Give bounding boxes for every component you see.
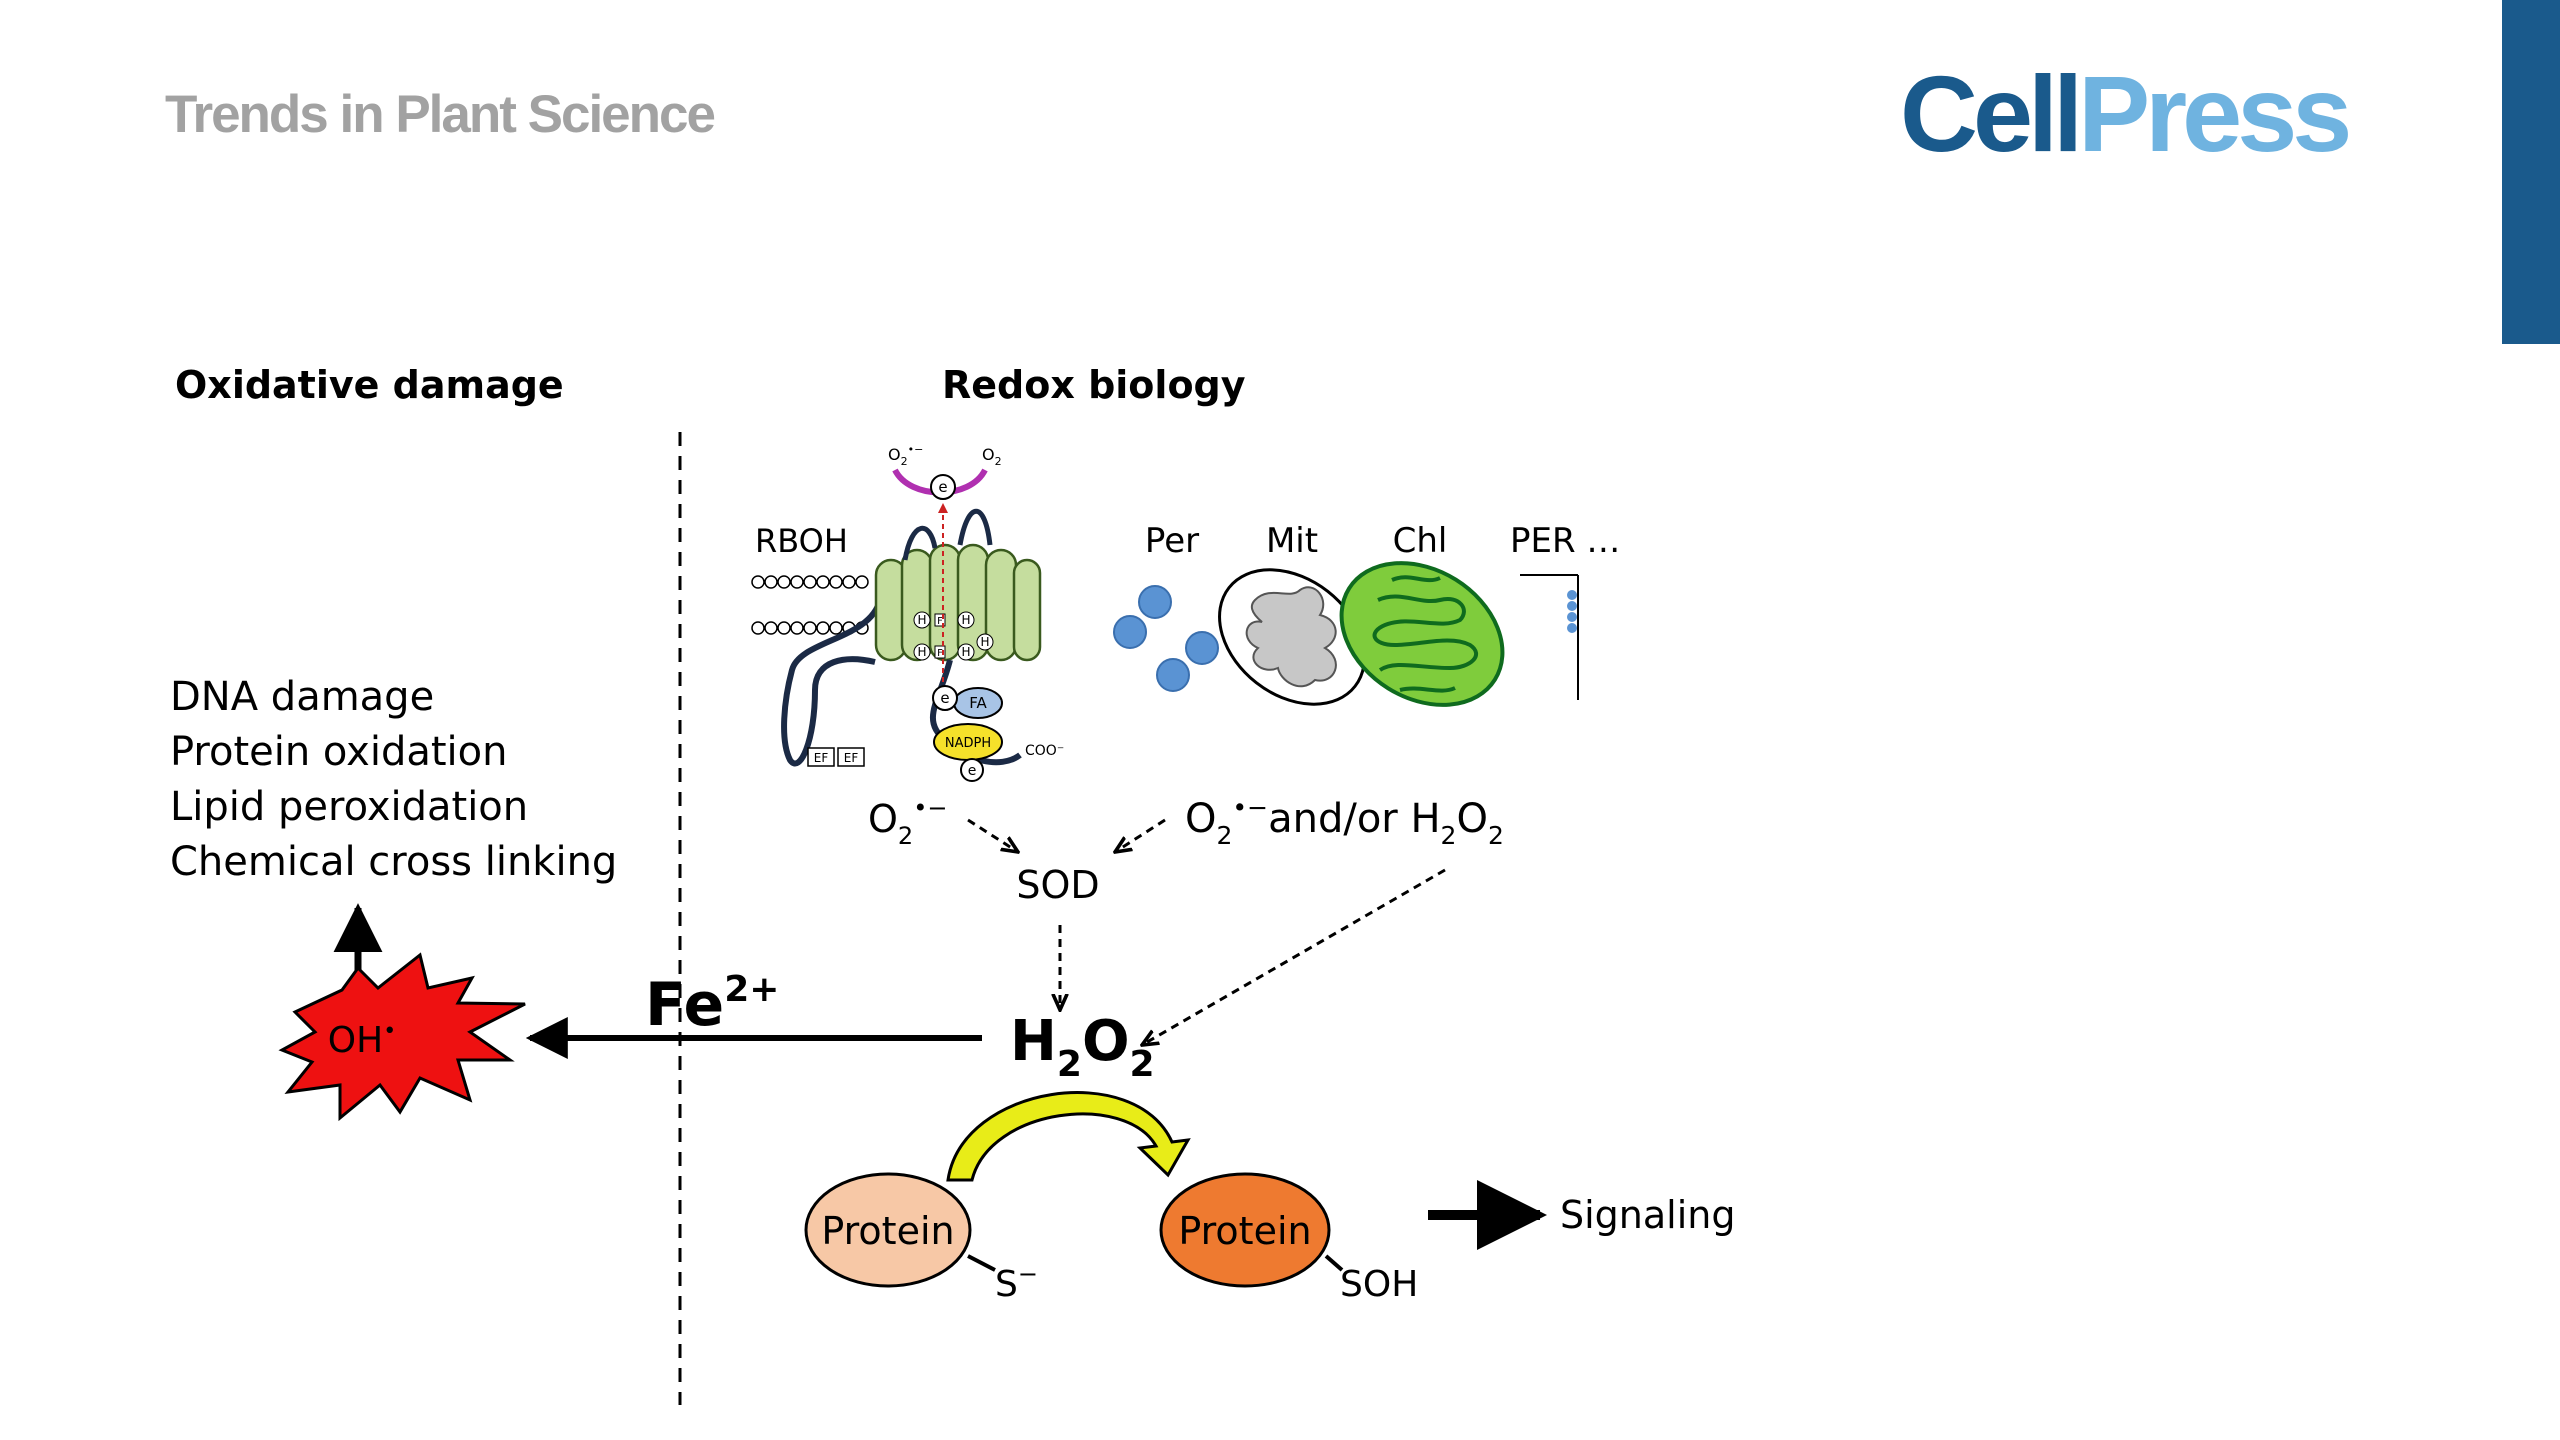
damage-item: DNA damage [170,674,434,720]
damage-list: DNA damage Protein oxidation Lipid perox… [170,674,617,885]
svg-text:e: e [940,689,949,707]
svg-text:e: e [938,478,947,496]
thiolate-group: S− [995,1260,1038,1305]
superoxide-h2o2-label: O2•−and/or H2O2 [1185,793,1504,850]
svg-text:F: F [937,648,943,659]
protein-label: Protein [1178,1209,1311,1253]
svg-text:H: H [961,613,970,627]
svg-text:O2•−: O2•− [888,443,923,468]
chloroplast-icon [1339,561,1505,707]
thiolate-bond [967,1254,996,1272]
svg-text:COO⁻: COO⁻ [1025,743,1064,759]
svg-text:O2: O2 [982,445,1002,468]
oxidative-damage-title: Oxidative damage [175,363,564,407]
damage-item: Chemical cross linking [170,839,617,885]
o2h2o2-to-sod-arrow [1115,818,1166,852]
oh-radical-burst [278,952,526,1122]
svg-text:H: H [917,613,926,627]
svg-text:H: H [961,645,970,659]
redox-biology-title: Redox biology [942,363,1246,407]
peroxisomes-icon [1113,585,1219,692]
svg-text:F: F [937,616,943,627]
rboh-icon: H H H H H F F e O2•− O2 FA e NADPH [751,443,1064,782]
signaling-label: Signaling [1560,1193,1736,1237]
journal-title: Trends in Plant Science [165,85,716,144]
svg-text:EF: EF [844,751,859,765]
svg-text:EF: EF [814,751,829,765]
protein-label: Protein [821,1209,954,1253]
svg-text:e: e [968,763,977,779]
svg-text:NADPH: NADPH [945,736,991,751]
sulfenic-bond [1324,1254,1344,1272]
oxidation-arrow [946,1091,1191,1182]
sulfenic-group: SOH [1340,1264,1418,1305]
protein-sulfenic [1159,1172,1331,1288]
organelle-label-per: Per [1145,521,1199,561]
cellpress-logo: CellPress [1900,53,2352,174]
fe-label: Fe2+ [645,969,779,1040]
rboh-label: RBOH [755,522,848,560]
svg-text:H: H [980,635,989,649]
oh-label: OH• [328,1019,396,1061]
membrane-protein-icon [1520,574,1579,700]
direct-h2o2-arrow [1142,868,1446,1045]
o2-to-sod-arrow [967,818,1018,852]
svg-text:H: H [917,645,926,659]
h2o2-label: H2O2 [1010,1009,1155,1085]
superoxide-label: O2•− [868,794,947,850]
sod-label: SOD [1016,863,1099,907]
mitochondrion-icon [1218,568,1366,706]
organelle-label-per2: PER … [1510,521,1620,561]
damage-item: Lipid peroxidation [170,784,528,830]
accent-bar [2502,0,2560,344]
damage-item: Protein oxidation [170,729,507,775]
organelle-label-chl: Chl [1393,521,1448,561]
svg-text:FA: FA [969,694,987,712]
organelle-label-mit: Mit [1266,521,1318,561]
protein-thiolate [804,1172,972,1288]
